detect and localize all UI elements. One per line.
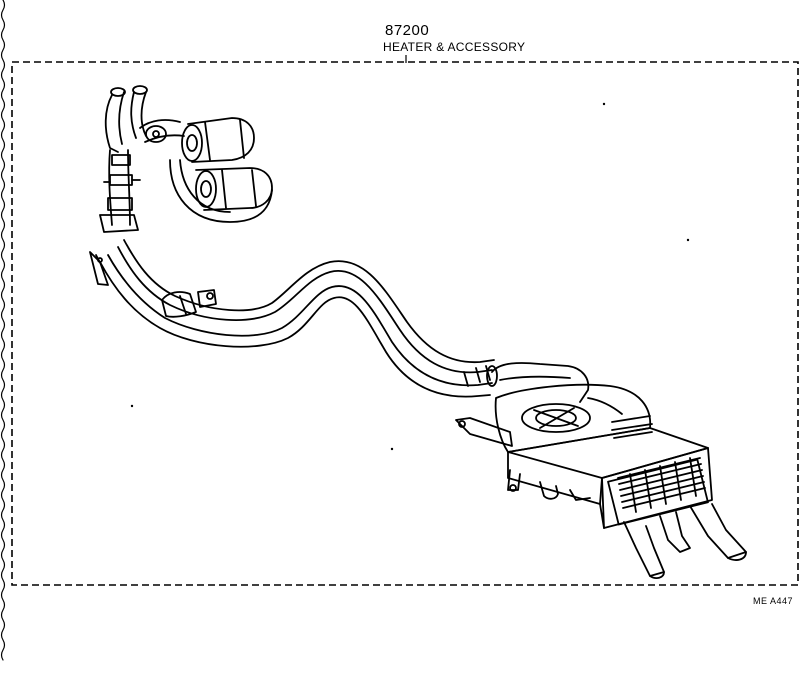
dot	[390, 447, 394, 451]
dot	[686, 238, 690, 242]
water-valve-hoses	[89, 85, 273, 286]
group-boundary-dashed	[11, 61, 799, 586]
dot	[602, 102, 606, 106]
part-name-label: HEATER & ACCESSORY	[383, 40, 526, 54]
page-edge-wavy	[0, 0, 6, 661]
part-number-label: 87200	[385, 22, 430, 39]
figure-code-label: ME A447	[753, 596, 794, 606]
heater-unit	[455, 362, 747, 579]
dot	[130, 404, 134, 408]
coolant-pipes	[99, 239, 498, 398]
